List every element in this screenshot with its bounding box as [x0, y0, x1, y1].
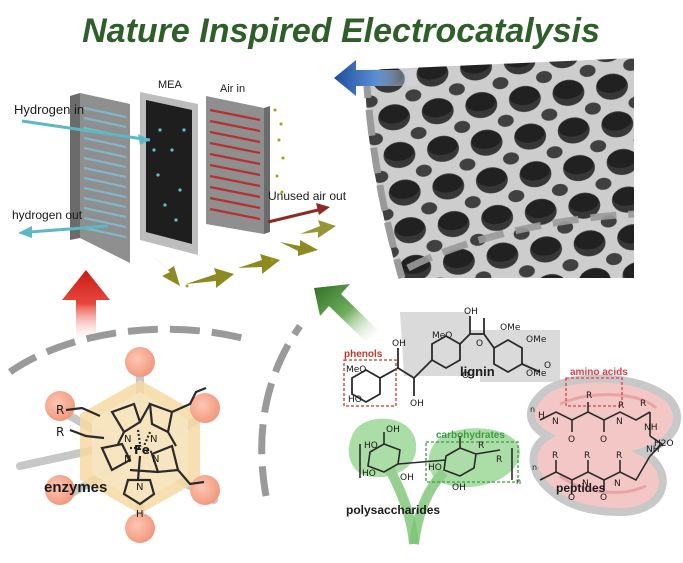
pep-r-4: R: [552, 451, 558, 461]
peptides-structure: R R R O O N N NH H NH H2O R R R O O N N …: [527, 367, 681, 517]
heme-n2: N: [150, 434, 157, 445]
enzyme-heme-structure: R R N N N N Fe N H enzymes: [16, 347, 220, 543]
lignin-oh-2: OH: [464, 307, 478, 317]
pep-h2o: H2O: [654, 439, 674, 449]
lignin-structure: OH OH OH OMe MeO OMe OMe MeO HO O O O ph…: [343, 307, 560, 409]
enzymes-label: enzymes: [44, 479, 107, 496]
mea-plate: [140, 92, 198, 255]
air-out-arrow: [267, 203, 330, 224]
poly-ho-1: HO: [364, 441, 378, 451]
lignin-ome-3: OMe: [500, 323, 521, 333]
fuel-cell-diagram: Hydrogen in MEA Air in hydrogen out Unus…: [12, 79, 347, 288]
peptides-label: peptides: [556, 481, 606, 495]
pep-n-sub-2: n: [530, 405, 535, 414]
amino-acids-label: amino acids: [570, 367, 628, 378]
mea-label: MEA: [158, 79, 183, 91]
pep-h: H: [538, 411, 545, 421]
poly-ho-2: HO: [362, 469, 376, 479]
pep-n-2: N: [616, 417, 623, 427]
membrane-arrow: [334, 60, 420, 96]
pep-nh-1: NH: [644, 423, 658, 433]
hydrogen-out-arrow: [18, 224, 109, 238]
lignin-ho: HO: [348, 395, 362, 405]
poly-n: n: [516, 477, 521, 486]
pep-o-1: O: [568, 435, 575, 445]
air-in-label: Air in: [220, 83, 245, 95]
heme-imidazole-n: N: [136, 482, 143, 493]
heme-n3: N: [124, 454, 131, 465]
lignin-oh-3: OH: [410, 399, 424, 409]
unused-air-out-label: Unused air out: [268, 189, 347, 203]
anode-flow-plate: [70, 93, 130, 263]
hydrogen-in-label: Hydrogen in: [14, 102, 84, 117]
polysaccharides-label: polysaccharides: [346, 503, 440, 517]
phenols-label: phenols: [344, 349, 383, 360]
poly-r-1: R: [478, 441, 484, 451]
poly-oh-1: OH: [386, 425, 400, 435]
pep-o-2: O: [600, 435, 607, 445]
lignin-oh-1: OH: [392, 339, 406, 349]
hydrogen-out-label: hydrogen out: [12, 208, 83, 222]
heme-r2: R: [56, 425, 64, 439]
heme-r1: R: [56, 403, 64, 417]
lignin-ome-2: OMe: [526, 369, 547, 379]
lignin-o-3: O: [544, 361, 551, 371]
lignin-o-2: O: [462, 371, 469, 381]
lignin-o-1: O: [476, 339, 483, 349]
lignin-meo-1: MeO: [432, 331, 452, 341]
poly-oh-2: OH: [400, 473, 414, 483]
pep-n-1: N: [552, 417, 559, 427]
heme-n1: N: [124, 434, 131, 445]
dashed-arc-enzymes: [7, 325, 251, 375]
carbohydrates-label: carbohydrates: [436, 430, 505, 441]
pep-o-4: O: [600, 493, 607, 503]
heme-n4: N: [152, 454, 159, 465]
polysaccharides-structure: OH HO HO OH R R OH HO n carbohydrates po…: [346, 418, 521, 545]
hydrogen-in-arrow: [21, 119, 151, 145]
pep-n-3: N: [582, 479, 589, 489]
pep-r-3: R: [640, 399, 646, 409]
pep-o-3: O: [568, 493, 575, 503]
poly-r-2: R: [496, 455, 502, 465]
heme-fe: Fe: [134, 443, 150, 457]
pep-n-4: N: [614, 479, 621, 489]
pep-nh-2: NH: [646, 445, 660, 455]
electron-path-arrows: [146, 220, 336, 288]
pep-r-1: R: [586, 391, 592, 401]
heme-imidazole-h: H: [136, 509, 144, 520]
poly-ho-3: HO: [428, 463, 442, 473]
dashed-arc-biopolymers: [258, 323, 303, 497]
lignin-meo-2: MeO: [346, 365, 366, 375]
pep-r-6: R: [616, 451, 622, 461]
lignin-label: lignin: [460, 364, 495, 379]
figure-title: Nature Inspired Electrocatalysis: [82, 12, 600, 50]
pep-r-2: R: [618, 401, 624, 411]
biopolymer-to-membrane-arrow: [314, 284, 378, 342]
porous-membrane-image: [362, 58, 635, 279]
poly-oh-3: OH: [452, 483, 466, 493]
pep-n-sub-1: n: [532, 463, 537, 472]
enzyme-to-fuelcell-arrow: [62, 270, 110, 344]
cathode-flow-plate: [206, 96, 270, 234]
pep-r-5: R: [584, 451, 590, 461]
lignin-ome-1: OMe: [526, 335, 547, 345]
